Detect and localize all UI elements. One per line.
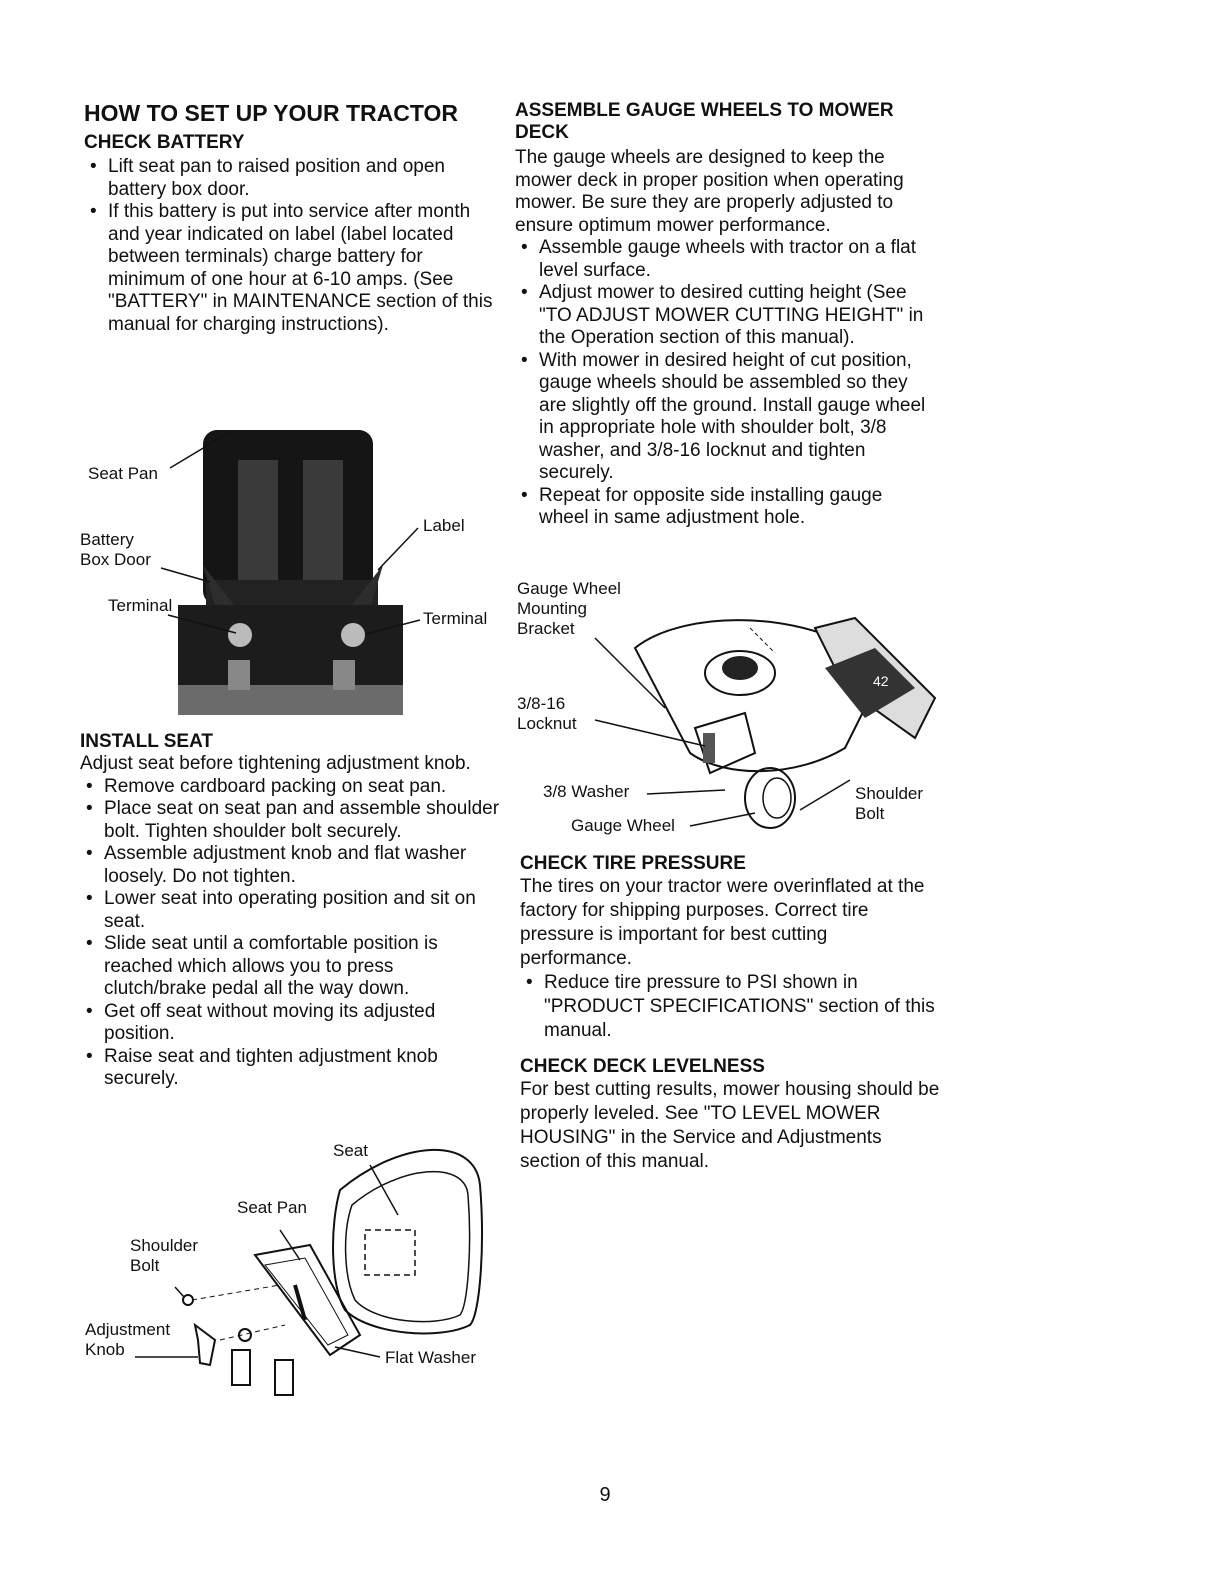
list-item: Place seat on seat pan and assemble shou…	[80, 798, 500, 843]
list-item: With mower in desired height of cut posi…	[515, 350, 935, 485]
label-label: Label	[423, 516, 465, 535]
terminal-left-label: Terminal	[108, 596, 173, 615]
tire-pressure-intro: The tires on your tractor were overinfla…	[520, 876, 925, 969]
seat-figure: Seat Seat Pan Shoulder Bolt Adjustment K…	[80, 1135, 500, 1396]
shoulder-bolt-label: Shoulder Bolt	[130, 1236, 199, 1275]
page-number: 9	[599, 1484, 611, 1506]
battery-illustration	[160, 430, 421, 715]
locknut-label: 3/8-16 Locknut	[517, 694, 577, 733]
seat-pan-label: Seat Pan	[88, 464, 158, 483]
list-item: Lower seat into operating position and s…	[80, 888, 500, 933]
check-battery-heading: CHECK BATTERY	[84, 132, 245, 153]
list-item: Assemble adjustment knob and flat washer…	[80, 843, 500, 888]
deck-levelness-text: For best cutting results, mower housing …	[520, 1079, 940, 1172]
seat-pan-label-2: Seat Pan	[237, 1198, 307, 1217]
list-item: Assemble gauge wheels with tractor on a …	[515, 237, 935, 282]
list-item: If this battery is put into service afte…	[84, 201, 494, 336]
flat-washer-label: Flat Washer	[385, 1348, 477, 1367]
gauge-wheels-list: Assemble gauge wheels with tractor on a …	[515, 237, 935, 530]
list-item: Remove cardboard packing on seat pan.	[80, 776, 500, 799]
install-seat-list: Remove cardboard packing on seat pan. Pl…	[80, 776, 500, 1091]
list-item: Slide seat until a comfortable position …	[80, 933, 500, 1001]
install-seat-heading: INSTALL SEAT	[80, 731, 213, 752]
gauge-wheels-heading: ASSEMBLE GAUGE WHEELS TO MOWER DECK	[515, 100, 894, 143]
mower-deck-illustration: 42	[594, 616, 937, 829]
page-title: HOW TO SET UP YOUR TRACTOR	[84, 100, 458, 126]
list-item: Reduce tire pressure to PSI shown in "PR…	[520, 971, 940, 1043]
gauge-wheel-figure: 42 Gauge Wheel Mounting Bracket 3/8-16 L…	[515, 578, 945, 848]
terminal-right-label: Terminal	[423, 609, 488, 628]
list-item: Adjust mower to desired cutting height (…	[515, 282, 935, 350]
tire-pressure-section: CHECK TIRE PRESSURE The tires on your tr…	[520, 853, 940, 1043]
install-seat-intro: Adjust seat before tightening adjustment…	[80, 753, 471, 774]
seat-label: Seat	[333, 1141, 368, 1160]
battery-figure: Seat Pan Battery Box Door Label Terminal…	[78, 420, 498, 720]
gauge-wheel-label: Gauge Wheel	[571, 816, 675, 835]
deck-levelness-heading: CHECK DECK LEVELNESS	[520, 1056, 765, 1077]
list-item: Lift seat pan to raised position and ope…	[84, 156, 494, 201]
list-item: Repeat for opposite side installing gaug…	[515, 485, 935, 530]
adjustment-knob-label: Adjustment Knob	[85, 1320, 171, 1359]
washer-label: 3/8 Washer	[543, 782, 630, 801]
check-battery-list: Lift seat pan to raised position and ope…	[84, 156, 494, 336]
tire-pressure-heading: CHECK TIRE PRESSURE	[520, 853, 746, 874]
left-column-top: HOW TO SET UP YOUR TRACTOR CHECK BATTERY…	[84, 100, 494, 336]
battery-box-door-label: Battery Box Door	[80, 530, 151, 569]
mounting-bracket-label: Gauge Wheel Mounting Bracket	[517, 579, 621, 638]
deck-mark: 42	[873, 673, 889, 689]
seat-illustration	[135, 1148, 483, 1396]
deck-levelness-section: CHECK DECK LEVELNESS For best cutting re…	[520, 1056, 940, 1174]
tire-pressure-list: Reduce tire pressure to PSI shown in "PR…	[520, 971, 940, 1043]
shoulder-bolt-label-2: Shoulder Bolt	[855, 784, 924, 823]
list-item: Raise seat and tighten adjustment knob s…	[80, 1046, 500, 1091]
gauge-wheels-section: ASSEMBLE GAUGE WHEELS TO MOWER DECK The …	[515, 100, 935, 530]
install-seat-section: INSTALL SEAT Adjust seat before tighteni…	[80, 731, 500, 1091]
gauge-wheels-intro: The gauge wheels are designed to keep th…	[515, 147, 904, 236]
list-item: Get off seat without moving its adjusted…	[80, 1001, 500, 1046]
